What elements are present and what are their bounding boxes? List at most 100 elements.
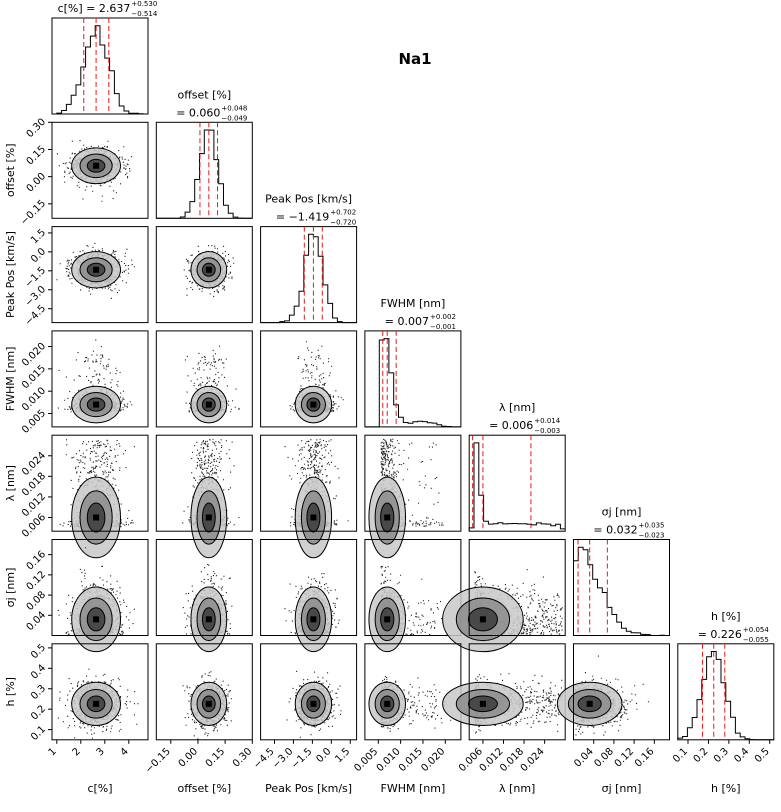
- xtick-label-h-4: 0.5: [753, 746, 772, 765]
- density-peak-offset-sigma: [205, 616, 212, 623]
- density-peak-peak-sigma: [310, 616, 317, 623]
- panel-sup-h: +0.054: [743, 626, 769, 634]
- density-peak-c-fwhm: [93, 401, 100, 408]
- xtick-label-sigma-2: 0.12: [613, 746, 637, 770]
- ytick-label-peak-3: 0.0: [29, 246, 48, 265]
- density-peak-lambda-sigma: [479, 616, 486, 623]
- xtick-label-c-2: 3: [95, 746, 107, 758]
- density-peak-lambda-h: [479, 700, 486, 707]
- xtick-label-peak-1: −3.0: [271, 746, 296, 771]
- xaxis-label-sigma: σj [nm]: [602, 782, 642, 795]
- xaxis-label-c: c[%]: [87, 782, 112, 795]
- density-peak-c-sigma: [93, 616, 100, 623]
- density-peak-offset-peak: [205, 266, 212, 273]
- scatter-c-lambda: [59, 439, 135, 529]
- density-peak-c-lambda: [93, 514, 100, 521]
- density-peak-c-offset: [93, 162, 100, 169]
- xtick-label-h-0: 0.1: [671, 746, 690, 765]
- ytick-label-h-3: 0.4: [29, 663, 48, 682]
- ytick-label-h-2: 0.3: [29, 683, 48, 702]
- density-peak-fwhm-h: [384, 700, 391, 707]
- xtick-label-peak-4: 1.5: [333, 746, 352, 765]
- frame-c-lambda: [51, 434, 149, 532]
- panel-sub-lambda: −0.003: [534, 427, 560, 435]
- density-peak-offset-h: [205, 700, 212, 707]
- panel-value-sigma: = 0.032: [593, 524, 637, 537]
- xtick-label-offset-1: 0.00: [177, 746, 201, 770]
- xtick-label-fwhm-3: 0.020: [419, 746, 447, 774]
- panel-fwhm-vs-h: [364, 643, 462, 741]
- xtick-label-fwhm-1: 0.010: [375, 746, 403, 774]
- diag-frame-fwhm: [364, 330, 462, 428]
- panel-peak-vs-h: [260, 643, 358, 741]
- histogram-fwhm: [364, 338, 461, 428]
- panel-value-c: c[%] = 2.637: [58, 2, 131, 15]
- xtick-label-lambda-3: 0.024: [519, 746, 547, 774]
- ytick-label-offset-0: −0.15: [19, 198, 48, 227]
- diag-frame-h: [677, 643, 775, 741]
- frame-offset-h: [155, 643, 253, 741]
- histogram-offset: [156, 129, 253, 219]
- panel-title-sigma: σj [nm]: [602, 506, 642, 519]
- panel-sup-offset: +0.048: [221, 104, 247, 112]
- xaxis-label-fwhm: FWHM [nm]: [381, 782, 446, 795]
- panel-sup-sigma: +0.035: [639, 522, 665, 530]
- ytick-label-peak-1: −3.0: [23, 284, 48, 309]
- ytick-label-h-4: 0.5: [29, 642, 48, 661]
- frame-fwhm-sigma: [364, 539, 462, 636]
- diag-frame-peak: [260, 226, 358, 324]
- density-peak-peak-fwhm: [310, 401, 317, 408]
- figure-title: Na1: [398, 50, 431, 68]
- yaxis-label-peak: Peak Pos [km/s]: [4, 231, 17, 318]
- diag-frame-lambda: [468, 434, 566, 532]
- xtick-label-offset-3: 0.30: [231, 746, 255, 770]
- xtick-label-c-3: 4: [119, 746, 131, 758]
- ytick-label-peak-0: −4.5: [23, 303, 48, 328]
- xtick-label-offset-0: −0.15: [143, 746, 172, 775]
- frame-c-fwhm: [51, 330, 149, 428]
- xtick-label-fwhm-0: 0.005: [352, 746, 380, 774]
- xtick-label-h-2: 0.3: [712, 746, 731, 765]
- scatter-offset-h: [182, 671, 232, 740]
- yaxis-label-fwhm: FWHM [nm]: [4, 347, 17, 412]
- panel-title-offset: offset [%]: [177, 88, 231, 101]
- density-peak-fwhm-sigma: [384, 616, 391, 623]
- xtick-label-sigma-3: 0.16: [633, 746, 657, 770]
- frame-peak-h: [260, 643, 358, 741]
- density-peak-fwhm-lambda: [384, 514, 391, 521]
- histogram-sigma: [573, 546, 670, 636]
- panel-sigma-vs-h: [556, 643, 670, 741]
- xtick-label-c-0: 1: [47, 746, 59, 758]
- xaxis-label-lambda: λ [nm]: [499, 782, 535, 795]
- scatter-c-h: [57, 668, 139, 739]
- histogram-c: [52, 25, 148, 115]
- panel-offset-vs-h: [155, 643, 253, 741]
- xaxis-label-h: h [%]: [711, 782, 741, 795]
- xtick-label-h-1: 0.2: [692, 746, 711, 765]
- frame-peak-sigma: [260, 539, 358, 636]
- panel-sub-fwhm: −0.001: [430, 323, 456, 331]
- histogram-lambda: [468, 442, 566, 532]
- panel-sub-peak: −0.720: [330, 219, 356, 227]
- density-peak-offset-lambda: [205, 514, 212, 521]
- panel-fwhm-vs-lambda: [364, 434, 462, 559]
- frame-peak-lambda: [260, 434, 358, 532]
- panel-c-vs-peak: [51, 226, 149, 324]
- frame-c-offset: [51, 121, 149, 219]
- panel-fwhm-vs-sigma: [364, 539, 462, 653]
- frame-lambda-sigma: [468, 539, 566, 636]
- panel-peak-vs-lambda: [260, 434, 358, 559]
- ytick-label-fwhm-0: 0.005: [20, 408, 48, 436]
- panel-offset-vs-fwhm: [155, 330, 253, 428]
- scatter-fwhm-h: [380, 676, 452, 732]
- frame-peak-fwhm: [260, 330, 358, 428]
- ytick-label-sigma-0: 0.04: [25, 610, 49, 634]
- xtick-label-fwhm-2: 0.015: [397, 746, 425, 774]
- panel-sub-h: −0.055: [743, 636, 769, 644]
- panel-peak-vs-sigma: [260, 539, 358, 653]
- diag-frame-sigma: [573, 539, 670, 636]
- ytick-label-fwhm-1: 0.010: [20, 386, 48, 414]
- xtick-label-h-3: 0.4: [732, 746, 751, 765]
- panel-title-peak: Peak Pos [km/s]: [265, 193, 352, 206]
